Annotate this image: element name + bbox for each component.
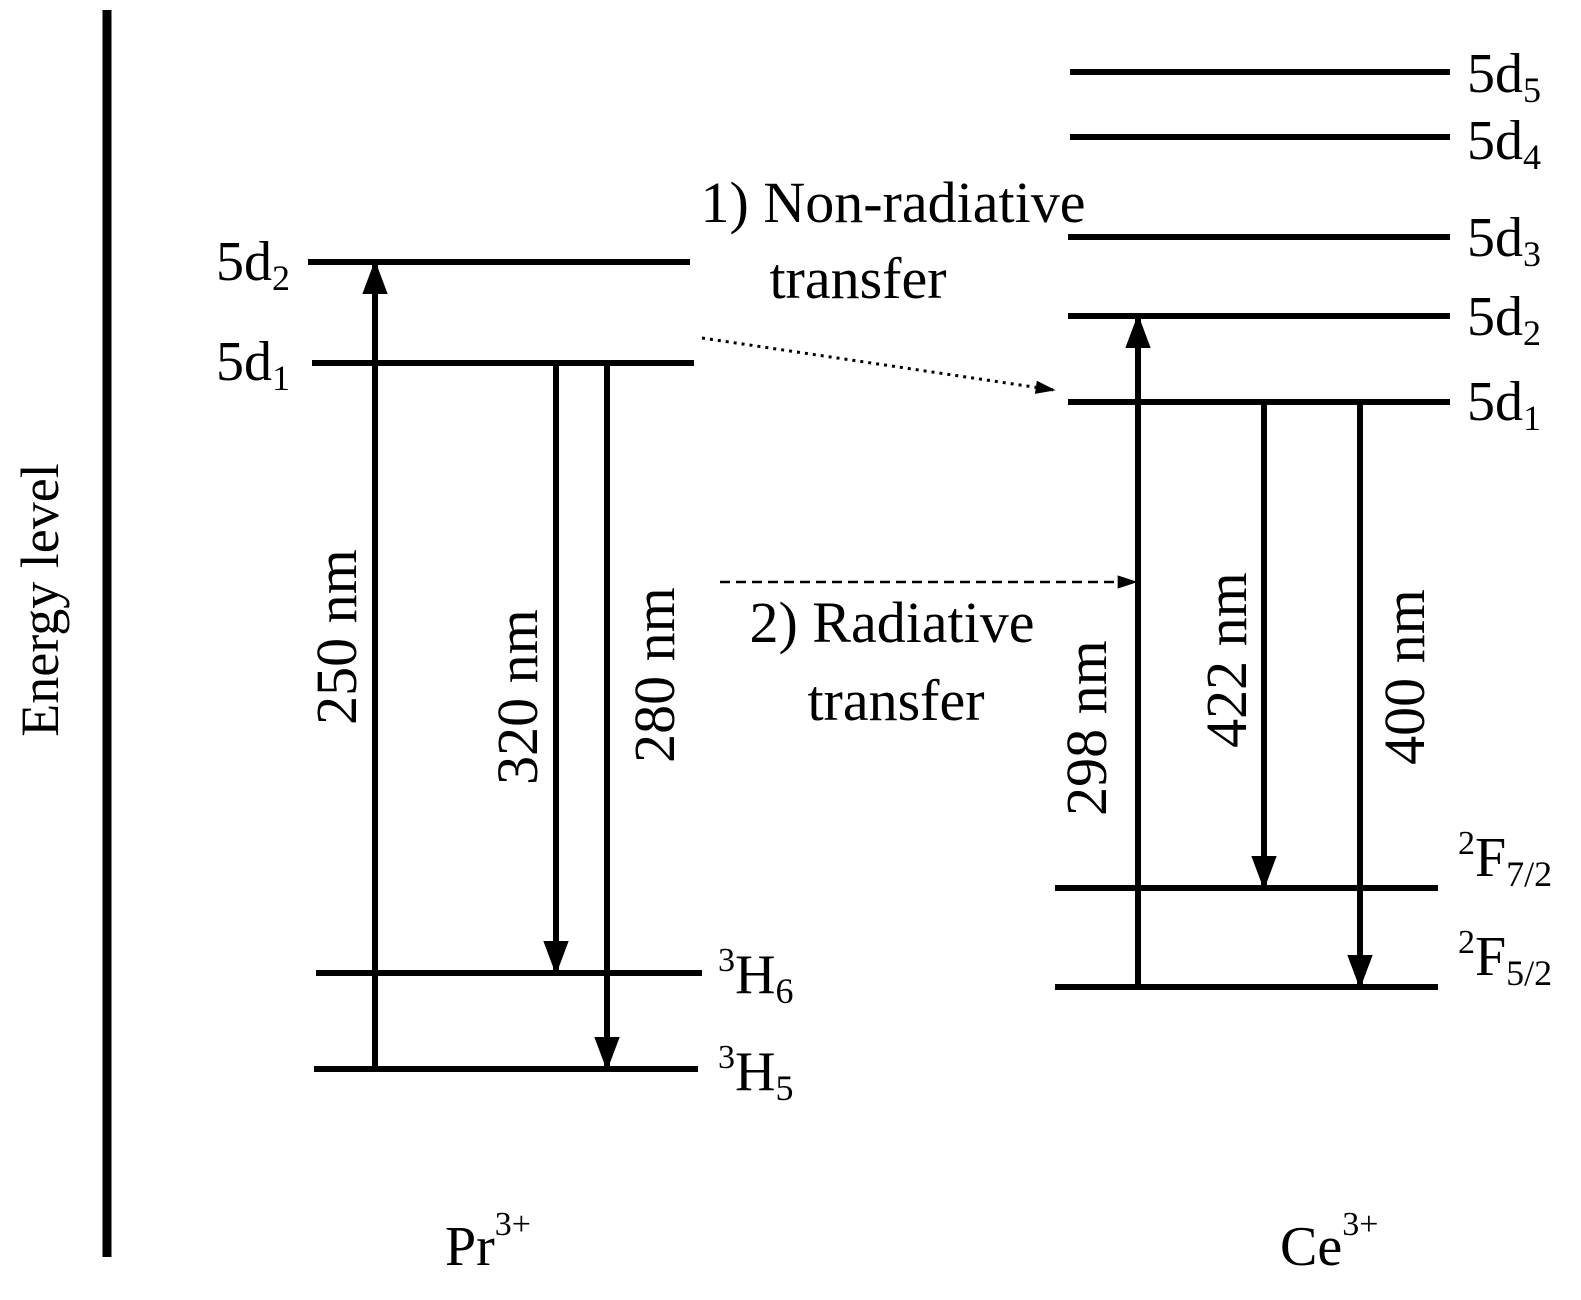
pr-excitation-label: 250 nm <box>304 549 369 725</box>
pr-ion-label: Pr3+ <box>445 1206 531 1278</box>
nonradiative-transfer-label-1: 1) Non-radiative <box>701 170 1086 235</box>
radiative-transfer-label-2: transfer <box>807 668 984 733</box>
axis-label: Energy level <box>10 463 70 736</box>
ce-emission-label-1: 422 nm <box>1194 572 1259 748</box>
ce-label-5d4: 5d4 <box>1467 110 1541 177</box>
ce-emission-label-2: 400 nm <box>1372 589 1437 765</box>
pr-emission-label-2: 280 nm <box>622 587 687 763</box>
ce-label-5d5: 5d5 <box>1467 43 1541 110</box>
pr-label-3h5: 3H5 <box>718 1039 793 1108</box>
pr-label-3h6: 3H6 <box>718 942 793 1011</box>
ce-ion-label: Ce3+ <box>1280 1206 1378 1278</box>
ce-label-5d2: 5d2 <box>1467 286 1541 353</box>
ce-label-2f52: 2F5/2 <box>1458 924 1552 993</box>
nonradiative-transfer-label-2: transfer <box>769 246 946 311</box>
ce-label-5d3: 5d3 <box>1467 207 1541 274</box>
radiative-transfer-label-1: 2) Radiative <box>749 590 1034 655</box>
ce-excitation-label: 298 nm <box>1054 640 1119 816</box>
nonradiative-transfer-arrow <box>701 336 1056 394</box>
pr-emission-label-1: 320 nm <box>485 609 550 785</box>
ce-label-5d1: 5d1 <box>1467 371 1541 438</box>
ce-label-2f72: 2F7/2 <box>1458 825 1552 894</box>
pr-label-5d1: 5d1 <box>216 331 290 398</box>
pr-label-5d2: 5d2 <box>216 231 290 298</box>
